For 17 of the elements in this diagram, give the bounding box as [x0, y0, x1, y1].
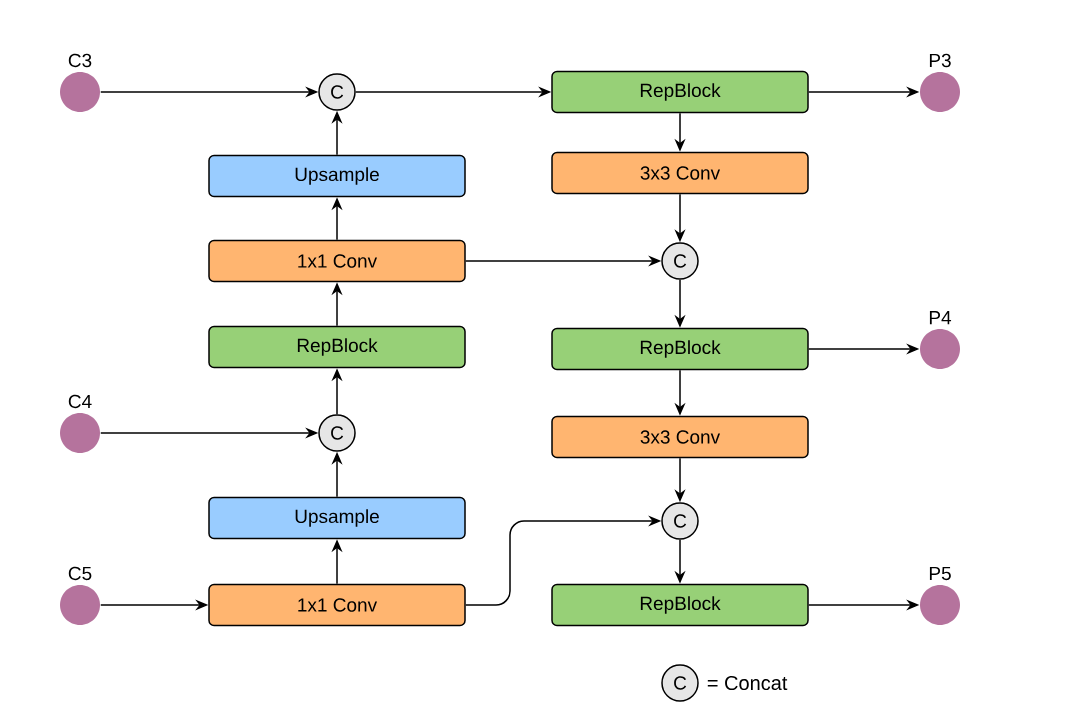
process-box: Upsample [208, 496, 466, 540]
process-box: RepBlock [551, 70, 809, 114]
process-box: 1x1 Conv [208, 583, 466, 627]
node-label: C3 [68, 53, 92, 68]
node-label: P3 [929, 53, 951, 68]
process-box: Upsample [208, 154, 466, 198]
node-label: P4 [929, 311, 952, 325]
node-label: C4 [68, 394, 92, 409]
node-label: C5 [68, 566, 92, 581]
process-box: 3x3 Conv [551, 151, 809, 195]
node-label: P5 [929, 566, 951, 581]
process-box: RepBlock [551, 583, 809, 627]
process-box: 3x3 Conv [551, 415, 809, 459]
process-box: RepBlock [551, 327, 809, 371]
process-box: RepBlock [208, 325, 466, 369]
process-box: 1x1 Conv [208, 239, 466, 283]
node-caption: = Concat [707, 675, 788, 691]
